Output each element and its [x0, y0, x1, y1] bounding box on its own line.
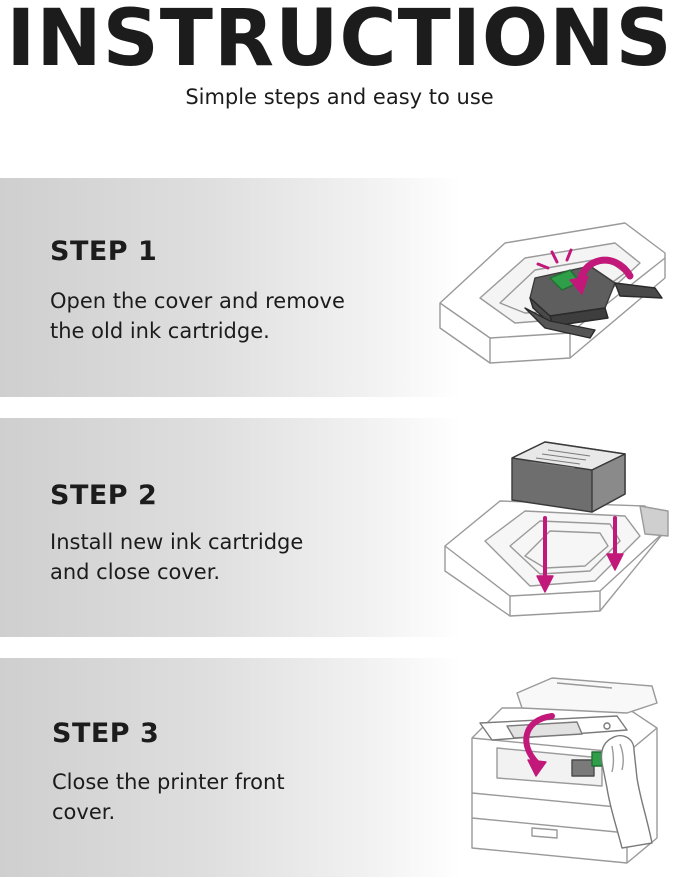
step-3-panel: STEP 3 Close the printer front cover. — [0, 658, 679, 877]
step-2-line-1: Install new ink cartridge — [50, 530, 304, 554]
step-2-heading: STEP 2 — [50, 480, 158, 511]
step-2-line-2: and close cover. — [50, 560, 221, 584]
install-cartridge-illustration-icon — [440, 436, 670, 626]
step-2-description: Install new ink cartridge and close cove… — [50, 527, 390, 587]
step-1-panel: STEP 1 Open the cover and remove the old… — [0, 178, 679, 397]
step-2-panel: STEP 2 Install new ink cartridge and clo… — [0, 418, 679, 637]
step-3-heading: STEP 3 — [52, 718, 160, 749]
close-front-cover-illustration-icon — [462, 668, 667, 873]
step-1-description: Open the cover and remove the old ink ca… — [50, 286, 390, 346]
page-subtitle: Simple steps and easy to use — [185, 85, 494, 109]
step-3-line-2: cover. — [52, 800, 116, 824]
step-3-description: Close the printer front cover. — [52, 767, 392, 827]
page-title: INSTRUCTIONS — [6, 0, 673, 84]
step-1-line-2: the old ink cartridge. — [50, 319, 270, 343]
step-1-line-1: Open the cover and remove — [50, 289, 345, 313]
step-3-line-1: Close the printer front — [52, 770, 285, 794]
open-cover-remove-cartridge-illustration-icon — [430, 198, 670, 378]
step-1-heading: STEP 1 — [50, 236, 158, 267]
